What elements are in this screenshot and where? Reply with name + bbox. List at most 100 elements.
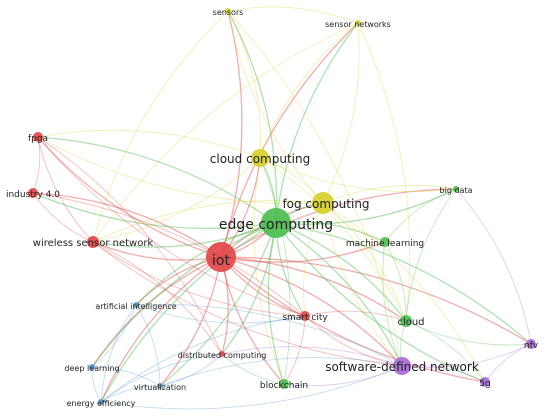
link-blockchain-distributed-computing <box>221 353 285 385</box>
link-sensors-software-defined-network <box>227 10 403 367</box>
link-cloud-machine-learning <box>384 241 407 322</box>
link-edge-computing-cloud <box>275 222 407 322</box>
link-edge-computing-virtualization <box>159 222 277 387</box>
label-iot[interactable]: iot <box>212 253 230 269</box>
node-distributed-computing[interactable] <box>219 351 225 357</box>
link-machine-learning-software-defined-network <box>382 241 403 367</box>
node-energy-efficiency[interactable] <box>98 399 104 405</box>
link-cloud-nfv <box>405 320 532 346</box>
label-machine-learning[interactable]: machine learning <box>346 239 424 249</box>
node-blockchain[interactable] <box>279 379 289 389</box>
node-sensor-networks[interactable] <box>355 20 361 26</box>
node-sensors[interactable] <box>225 8 231 14</box>
label-software-defined-network[interactable]: software-defined network <box>325 360 479 374</box>
label-wireless-sensor-network[interactable]: wireless sensor network <box>33 238 154 249</box>
link-iot-5g <box>220 256 486 383</box>
link-edge-computing-software-defined-network <box>275 222 403 367</box>
link-cloud-computing-sensor-networks <box>259 22 359 159</box>
link-edge-computing-sensor-networks <box>275 22 359 224</box>
link-iot-sensor-networks <box>220 22 359 258</box>
node-fog-computing[interactable] <box>312 192 334 214</box>
link-fog-computing-software-defined-network <box>322 202 403 367</box>
link-iot-industry-4-0 <box>32 192 222 258</box>
label-blockchain[interactable]: blockchain <box>260 381 308 391</box>
label-fog-computing[interactable]: fog computing <box>282 197 369 211</box>
node-wireless-sensor-network[interactable] <box>87 236 99 248</box>
link-iot-blockchain <box>220 256 285 385</box>
label-industry-4-0[interactable]: industry 4.0 <box>6 190 60 200</box>
label-cloud-computing[interactable]: cloud computing <box>210 152 310 166</box>
link-edge-computing-wireless-sensor-network <box>92 222 277 248</box>
link-deep-learning-virtualization <box>91 366 161 387</box>
link-fog-computing-fpga <box>37 136 324 204</box>
node-industry-4-0[interactable] <box>28 188 38 198</box>
node-deep-learning[interactable] <box>89 364 95 370</box>
label-artificial-intelligence[interactable]: artificial intelligence <box>95 302 176 311</box>
label-deep-learning[interactable]: deep learning <box>64 364 119 373</box>
link-machine-learning-big-data <box>384 188 457 243</box>
label-distributed-computing[interactable]: distributed computing <box>178 351 267 360</box>
node-artificial-intelligence[interactable] <box>133 302 139 308</box>
link-edge-computing-deep-learning <box>91 222 277 368</box>
node-iot[interactable] <box>206 242 236 272</box>
link-fpga-smart-city <box>37 136 306 317</box>
link-edge-computing-sensors <box>227 10 278 224</box>
label-sensors[interactable]: sensors <box>213 8 244 17</box>
link-energy-efficiency-distributed-computing <box>100 353 223 403</box>
link-cloud-big-data <box>405 188 457 322</box>
link-virtualization-distributed-computing <box>159 353 223 387</box>
link-iot-cloud <box>220 256 407 322</box>
label-virtualization[interactable]: virtualization <box>134 383 186 392</box>
label-edge-computing[interactable]: edge computing <box>219 217 333 233</box>
link-fog-computing-sensor-networks <box>322 22 360 204</box>
label-big-data[interactable]: big data <box>440 186 473 195</box>
link-edge-computing-artificial-intelligence <box>135 222 277 306</box>
label-sensor-networks[interactable]: sensor networks <box>325 20 391 29</box>
node-edge-computing[interactable] <box>261 208 291 238</box>
label-smart-city[interactable]: smart city <box>282 313 328 323</box>
link-edge-computing-big-data <box>275 188 457 225</box>
label-nfv[interactable]: nfv <box>524 341 539 351</box>
link-sensors-wireless-sensor-network <box>92 10 229 243</box>
link-edge-computing-nfv <box>275 222 532 345</box>
link-wireless-sensor-network-software-defined-network <box>92 241 403 367</box>
link-smart-city-software-defined-network <box>304 315 403 367</box>
node-big-data[interactable] <box>453 186 459 192</box>
label-cloud[interactable]: cloud <box>397 317 424 328</box>
node-virtualization[interactable] <box>157 383 163 389</box>
label-energy-efficiency[interactable]: energy efficiency <box>67 399 136 408</box>
label-fpga[interactable]: fpga <box>28 134 48 144</box>
link-fpga-distributed-computing <box>37 136 223 355</box>
link-artificial-intelligence-deep-learning <box>91 304 137 368</box>
link-cloud-5g <box>405 320 486 383</box>
link-iot-software-defined-network <box>220 256 403 367</box>
node-nfv[interactable] <box>526 339 536 349</box>
link-fpga-industry-4-0 <box>32 136 41 194</box>
link-industry-4-0-wireless-sensor-network <box>32 192 94 243</box>
link-software-defined-network-distributed-computing <box>221 346 403 367</box>
link-wireless-sensor-network-smart-city <box>92 241 306 317</box>
link-nfv-big-data <box>455 188 532 345</box>
node-machine-learning[interactable] <box>380 237 390 247</box>
node-smart-city[interactable] <box>300 311 310 321</box>
link-virtualization-energy-efficiency <box>100 385 161 403</box>
link-iot-fpga <box>37 136 222 258</box>
label-5g[interactable]: 5g <box>479 379 490 389</box>
link-iot-nfv <box>220 256 532 345</box>
link-smart-city-cloud <box>304 310 407 322</box>
node-5g[interactable] <box>480 377 490 387</box>
link-5g-nfv <box>484 343 532 383</box>
link-sensors-sensor-networks <box>227 6 359 24</box>
link-edge-computing-5g <box>275 222 486 383</box>
link-software-defined-network-blockchain <box>283 365 403 387</box>
link-fog-computing-big-data <box>322 184 457 204</box>
link-cloud-computing-fpga <box>37 129 261 159</box>
link-industry-4-0-smart-city <box>32 192 306 317</box>
link-deep-learning-energy-efficiency <box>91 366 102 403</box>
node-software-defined-network[interactable] <box>393 357 411 375</box>
node-cloud-computing[interactable] <box>251 149 269 167</box>
node-cloud[interactable] <box>400 315 412 327</box>
link-energy-efficiency-smart-city <box>100 315 306 403</box>
link-edge-computing-industry-4-0 <box>32 192 277 229</box>
node-fpga[interactable] <box>33 132 43 142</box>
